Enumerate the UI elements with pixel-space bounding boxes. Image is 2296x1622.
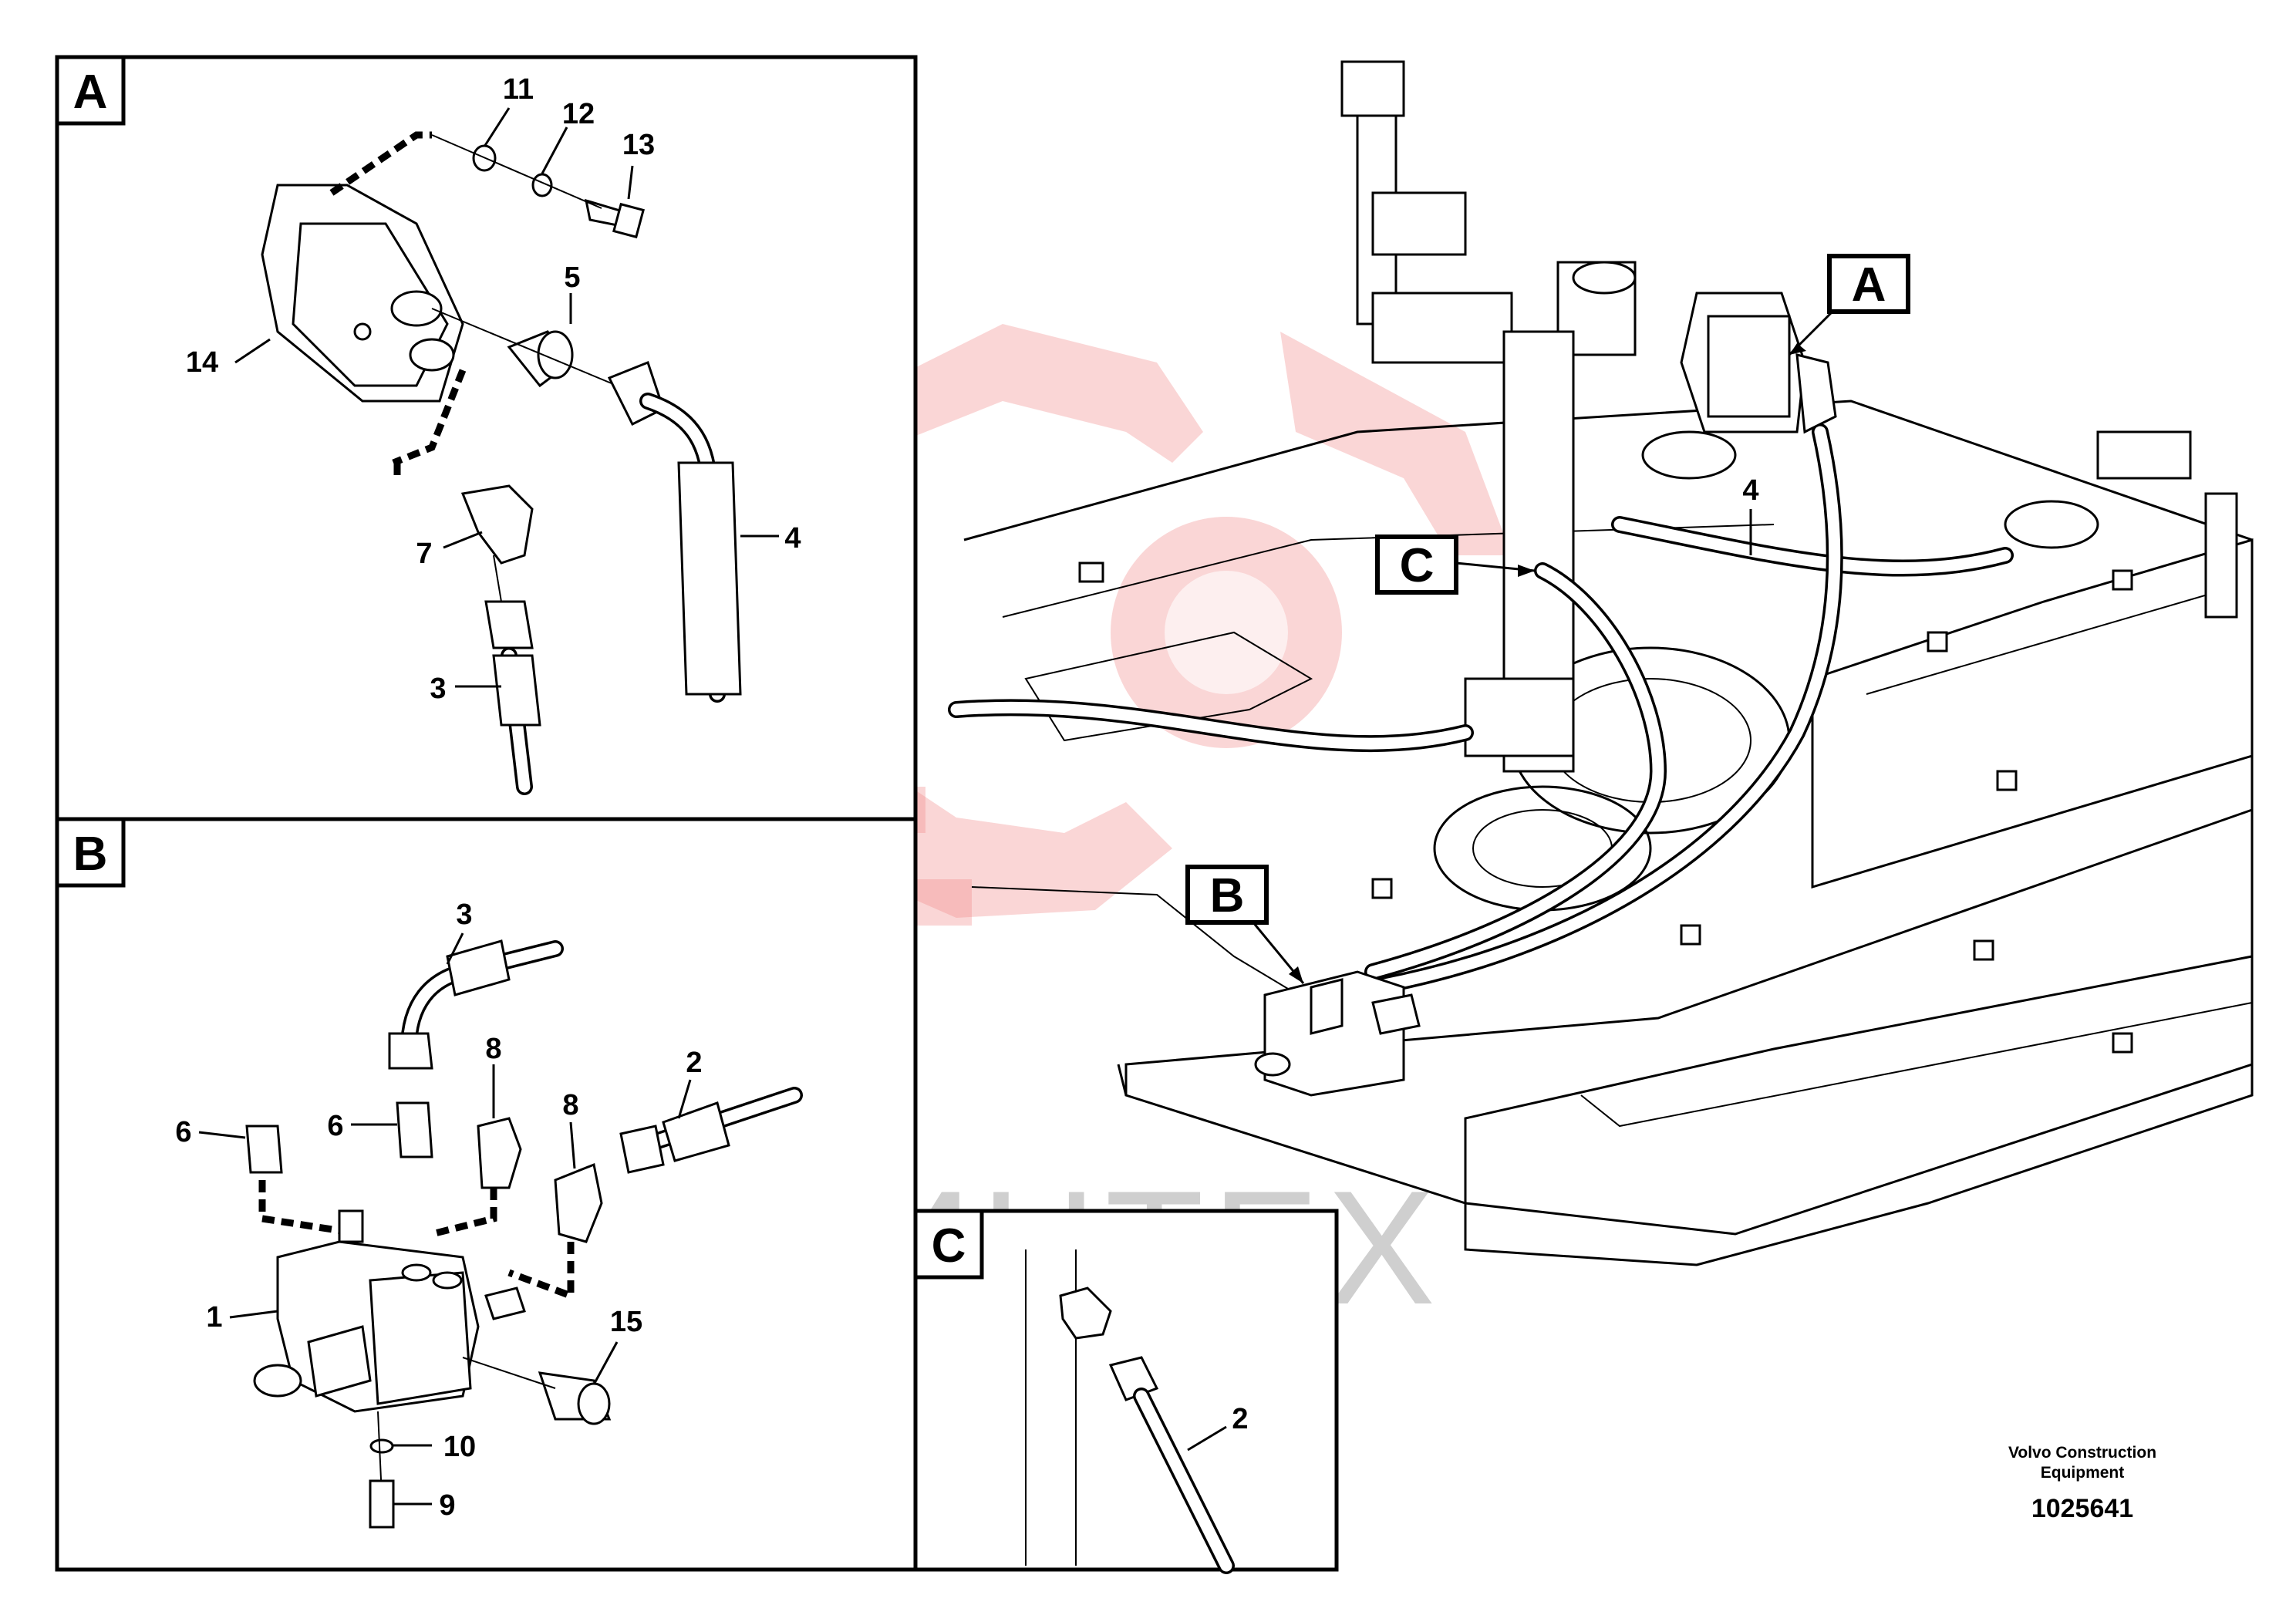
main-tag-a: A (1827, 254, 1910, 314)
detail-a-part-3: 3 (430, 673, 446, 705)
main-tag-c: C (1375, 534, 1458, 595)
detail-b-part-15: 15 (610, 1306, 642, 1338)
detail-a-part-11: 11 (503, 73, 534, 106)
detail-b-part-10: 10 (443, 1431, 476, 1463)
detail-b-part-6-left: 6 (175, 1116, 191, 1148)
main-part-4-label: 4 (1742, 474, 1758, 507)
detail-a-panel: A (55, 55, 918, 821)
detail-a-tag: A (73, 66, 108, 119)
detail-b-part-9: 9 (439, 1489, 455, 1522)
detail-b-part-6-center: 6 (327, 1110, 343, 1142)
detail-c-part-2: 2 (1232, 1403, 1248, 1435)
detail-b-panel: B (55, 817, 918, 1572)
detail-b-part-8-upper: 8 (485, 1033, 501, 1065)
svg-text:A: A (1852, 258, 1886, 312)
main-assembly-view (948, 60, 2254, 1266)
svg-text:C: C (1400, 539, 1435, 592)
main-tag-b: B (1185, 865, 1269, 925)
detail-c-tag: C (932, 1219, 966, 1273)
detail-a-part-4: 4 (784, 522, 801, 555)
detail-a-part-7: 7 (416, 538, 432, 570)
detail-c-panel: C (913, 1209, 1339, 1574)
detail-b-part-8-lower: 8 (562, 1089, 578, 1121)
detail-b-part-2: 2 (686, 1047, 702, 1079)
detail-a-part-5: 5 (564, 261, 580, 294)
company-name-line1: Volvo Construction (2008, 1444, 2156, 1462)
detail-a-part-14: 14 (186, 346, 218, 379)
detail-b-part-1: 1 (206, 1301, 222, 1334)
detail-b-tag: B (73, 828, 108, 881)
company-name-line2: Equipment (2041, 1464, 2125, 1482)
detail-a-part-12: 12 (562, 98, 595, 130)
drawing-number: 1025641 (2031, 1494, 2133, 1523)
detail-a-part-13: 13 (622, 129, 655, 161)
detail-b-part-3: 3 (456, 899, 472, 931)
svg-text:B: B (1210, 869, 1245, 922)
